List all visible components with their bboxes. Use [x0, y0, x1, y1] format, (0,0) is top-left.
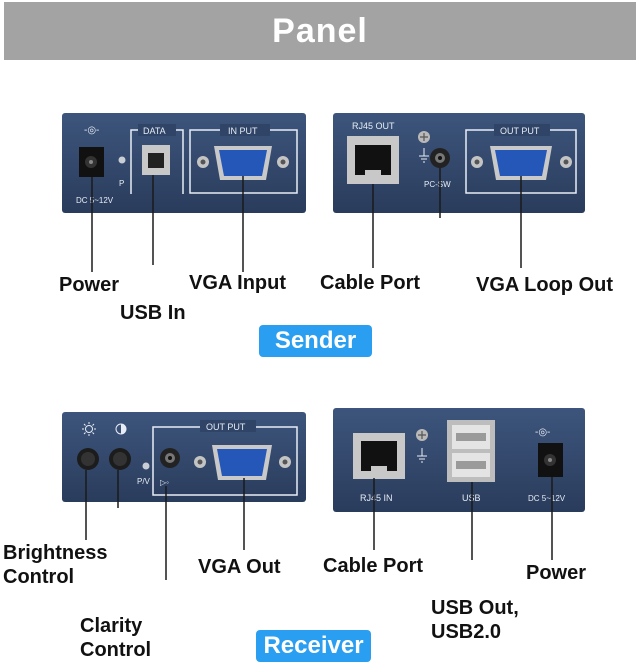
brightness-knob-icon: [77, 448, 99, 470]
receiver-right-panel: RJ45 IN USB -◎- DC 5~12V: [333, 408, 585, 512]
brightness-control-callout: Brightness Control: [3, 541, 107, 589]
clarity-line-1: Clarity: [80, 615, 143, 637]
receiver-cable-port-callout: Cable Port: [323, 555, 424, 577]
vga-input-callout: VGA Input: [189, 272, 287, 294]
vga-out-callout: VGA Out: [198, 556, 281, 578]
sender-p-label: P: [119, 179, 124, 188]
brightness-line-2: Control: [3, 566, 75, 588]
usb-out-line-1: USB Out,: [431, 597, 519, 619]
sender-input-label: IN PUT: [228, 126, 258, 136]
header-title: Panel: [272, 11, 368, 50]
clarity-line-2: Control: [80, 639, 152, 661]
clarity-control-callout: Clarity Control: [80, 614, 151, 662]
sender-pcsw-label: PC-SW: [424, 180, 451, 189]
usb-in-callout: USB In: [120, 302, 186, 324]
svg-text:▷◦: ▷◦: [160, 478, 169, 487]
sender-leader-lines: [91, 168, 522, 272]
vga-loop-out-callout: VGA Loop Out: [476, 274, 614, 296]
usb-out-callout: USB Out, USB2.0: [431, 596, 519, 644]
vga-input-port-icon: IN PUT: [189, 124, 298, 194]
sender-left-panel: -◎- DC 5~12V P DATA IN PUT: [62, 113, 306, 213]
vga-out-port-icon: OUT PUT ▷◦: [152, 420, 298, 496]
receiver-left-panel: P/V OUT PUT ▷◦: [62, 412, 306, 502]
cable-port-callout: Cable Port: [320, 272, 421, 294]
receiver-pv-label: P/V: [137, 477, 151, 486]
clarity-knob-icon: [109, 448, 131, 470]
rj45-port-icon: RJ45 IN: [353, 433, 405, 503]
svg-text:-◎-: -◎-: [535, 427, 550, 438]
receiver-power-callout: Power: [526, 562, 587, 584]
power-callout: Power: [59, 274, 120, 296]
receiver-leader-lines: [85, 470, 553, 580]
rj45-port-icon: [347, 136, 399, 184]
receiver-badge: Receiver: [256, 630, 371, 662]
sender-data-label: DATA: [143, 126, 166, 136]
led-icon: [118, 156, 126, 164]
sender-output-label: OUT PUT: [500, 126, 540, 136]
dc-power-jack-icon: -◎- DC 5~12V: [76, 125, 114, 205]
sender-dc-label: DC 5~12V: [76, 196, 114, 205]
svg-text:-◎-: -◎-: [84, 125, 99, 136]
usb-out-line-2: USB2.0: [431, 621, 502, 643]
vga-loop-out-port-icon: OUT PUT: [465, 124, 577, 194]
ground-screw-icon: [416, 429, 428, 463]
contrast-icon: [115, 423, 127, 435]
usb-b-port-icon: DATA: [130, 124, 184, 194]
dc-power-jack-icon: -◎- DC 5~12V: [528, 427, 566, 503]
ground-screw-icon: [418, 131, 430, 163]
pc-sw-jack-icon: PC-SW: [424, 148, 451, 189]
sender-badge: Sender: [259, 325, 372, 357]
header-bar: Panel: [4, 2, 636, 60]
sun-icon: [82, 422, 96, 436]
sender-rj45-label: RJ45 OUT: [352, 121, 395, 131]
usb-a-ports-icon: USB: [447, 420, 495, 503]
brightness-line-1: Brightness: [3, 542, 108, 564]
sender-right-panel: RJ45 OUT PC-SW OUT PUT: [333, 113, 585, 213]
receiver-rj45-label: RJ45 IN: [360, 493, 393, 503]
receiver-dc-label: DC 5~12V: [528, 494, 566, 503]
led-icon: [142, 462, 150, 470]
receiver-output-label: OUT PUT: [206, 422, 246, 432]
